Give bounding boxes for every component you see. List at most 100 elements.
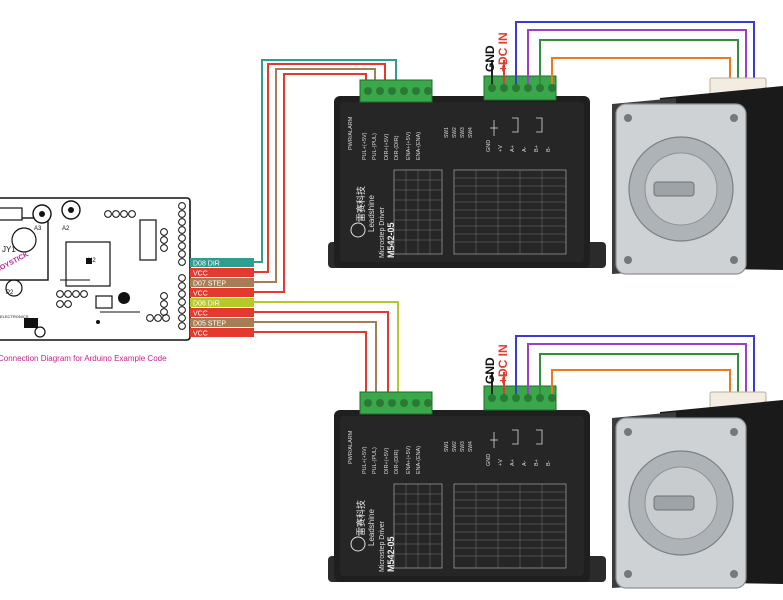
- pin-label-2: D07 STEP: [193, 281, 226, 288]
- shield-label-a2: A2: [62, 226, 70, 232]
- motor-wires-top: [491, 21, 755, 84]
- driver-top-brand-text: Leadshine: [367, 195, 376, 232]
- driver-bottom-input-1: PUL+(+5V): [362, 446, 368, 474]
- driver-top-input-3: DIR+(+5V): [384, 134, 390, 160]
- driver-bottom-pwr-0: GND: [486, 454, 492, 466]
- driver-top-brand-cn: 雷赛科技: [355, 186, 366, 222]
- driver-bottom-brand-text: Leadshine: [367, 509, 376, 546]
- signal-wires-top: [254, 59, 397, 293]
- driver-bottom-pwr-2: A+: [510, 459, 516, 466]
- driver-top-input-5: ENA+(+5V): [406, 132, 412, 160]
- motor-wires-bottom: [491, 335, 755, 396]
- shield-label-electronics: ELECTRONICS: [0, 314, 29, 319]
- pin-tag-3: [190, 288, 254, 297]
- driver-top-pwr-0: GND: [486, 140, 492, 152]
- driver-bottom-input-2: PUL-(PUL): [372, 447, 378, 474]
- pin-label-5: VCC: [193, 311, 208, 318]
- driver-bottom-brand: 雷赛科技 Leadshine Microstep Driver M542-05: [350, 500, 396, 572]
- driver-bottom-input-6: ENA-(ENA): [416, 446, 422, 474]
- driver-top-brand: 雷赛科技 Leadshine Microstep Driver M542-05: [350, 186, 396, 258]
- driver-top-model: M542-05: [386, 222, 396, 258]
- driver-bottom-input-4: DIR-(DIR): [394, 449, 400, 474]
- stepper-motor-top: [612, 77, 783, 275]
- driver-top-input-0: PWR/ALARM: [348, 116, 354, 150]
- driver-bottom-pwr-1: +V: [498, 459, 504, 466]
- shield-label-u2: U2: [88, 258, 96, 264]
- driver-bottom-model: M542-05: [386, 536, 396, 572]
- pin-label-1: VCC: [193, 271, 208, 278]
- driver-top-sw-0: SW1: [444, 127, 450, 138]
- driver-top-subtitle: Microstep Driver: [379, 206, 386, 258]
- driver-top: PWR/ALARM PUL+(+5V) PUL-(PUL) DIR+(+5V) …: [328, 75, 606, 268]
- driver-bottom-sw-1: SW2: [452, 441, 458, 452]
- driver-top-gnd-label: GND: [483, 45, 497, 72]
- wire-vcc-1: [254, 63, 386, 273]
- wire-vcc-4: [254, 331, 367, 392]
- driver-top-sw-3: SW4: [468, 127, 474, 138]
- pin-tag-6: [190, 318, 254, 327]
- driver-bottom-subtitle: Microstep Driver: [379, 520, 386, 572]
- driver-top-tables: [393, 169, 567, 255]
- driver-bottom-input-3: DIR+(+5V): [384, 448, 390, 474]
- pin-tag-0: [190, 258, 254, 267]
- leadshine-logo-icon: [350, 536, 366, 552]
- driver-top-input-2: PUL-(PUL): [372, 133, 378, 160]
- wire-d05-step: [254, 321, 377, 392]
- driver-bottom-dcin-label: +DC IN: [496, 344, 510, 384]
- wire-a-minus-bottom: [527, 343, 747, 396]
- driver-top-input-1: PUL+(+5V): [362, 132, 368, 160]
- wire-b-plus-bottom: [539, 353, 739, 396]
- driver-bottom-input-0: PWR/ALARM: [348, 430, 354, 464]
- wire-d06-dir: [254, 301, 399, 392]
- driver-bottom: PWR/ALARM PUL+(+5V) PUL-(PUL) DIR+(+5V) …: [328, 385, 606, 582]
- driver-bottom-pwr-3: A-: [522, 460, 528, 466]
- stepper-motor-bottom: [612, 391, 783, 589]
- driver-top-pwr-5: B-: [546, 146, 552, 152]
- driver-bottom-gnd-label: GND: [483, 357, 497, 384]
- driver-bottom-brand-cn: 雷赛科技: [355, 500, 366, 536]
- driver-bottom-sw-2: SW3: [460, 441, 466, 452]
- pin-tag-4: [190, 298, 254, 307]
- driver-bottom-pwr-4: B+: [534, 459, 540, 466]
- signal-wires-bottom: [254, 301, 399, 392]
- leadshine-logo-icon: [350, 222, 366, 238]
- wire-a-plus-top: [515, 21, 755, 84]
- wire-vcc-3: [254, 311, 389, 392]
- driver-top-input-6: ENA-(ENA): [416, 132, 422, 160]
- driver-top-dcin-label: +DC IN: [496, 32, 510, 72]
- wire-d07-step: [254, 68, 376, 283]
- pin-label-4: D06 DIR: [193, 301, 220, 308]
- driver-bottom-sw-0: SW1: [444, 441, 450, 452]
- driver-bottom-sw-3: SW4: [468, 441, 474, 452]
- pin-tag-7: [190, 328, 254, 337]
- driver-bottom-pwr-5: B-: [546, 460, 552, 466]
- shield-label-p2: P2: [6, 290, 14, 296]
- wire-b-minus-top: [551, 57, 731, 84]
- diagram-caption: Connection Diagram for Arduino Example C…: [0, 354, 167, 363]
- driver-top-pwr-2: A+: [510, 145, 516, 152]
- wire-b-plus-top: [539, 39, 739, 84]
- pin-label-0: D08 DIR: [193, 261, 220, 268]
- pin-labels: D08 DIR VCC D07 STEP VCC D06 DIR VCC D05…: [190, 258, 254, 338]
- wire-b-minus-bottom: [551, 369, 731, 396]
- driver-top-pwr-1: +V: [498, 145, 504, 152]
- driver-bottom-tables: [393, 483, 567, 569]
- pin-tag-2: [190, 278, 254, 287]
- joystick-shield: JOYSTICK JY1 P2 U2 A2 A3 ELECTRONICS: [0, 197, 191, 341]
- pin-label-3: VCC: [193, 291, 208, 298]
- driver-top-sw-2: SW3: [460, 127, 466, 138]
- pin-tag-1: [190, 268, 254, 277]
- driver-top-pwr-3: A-: [522, 146, 528, 152]
- pin-label-7: VCC: [193, 331, 208, 338]
- wire-vcc-2: [254, 73, 367, 293]
- wire-a-plus-bottom: [515, 335, 755, 396]
- driver-top-sw-1: SW2: [452, 127, 458, 138]
- wire-a-minus-top: [527, 29, 747, 84]
- shield-label-jy1: JY1: [2, 245, 16, 254]
- driver-top-input-4: DIR-(DIR): [394, 135, 400, 160]
- pin-label-6: D05 STEP: [193, 321, 226, 328]
- driver-top-pwr-4: B+: [534, 145, 540, 152]
- driver-bottom-input-5: ENA+(+5V): [406, 446, 412, 474]
- pin-tag-5: [190, 308, 254, 317]
